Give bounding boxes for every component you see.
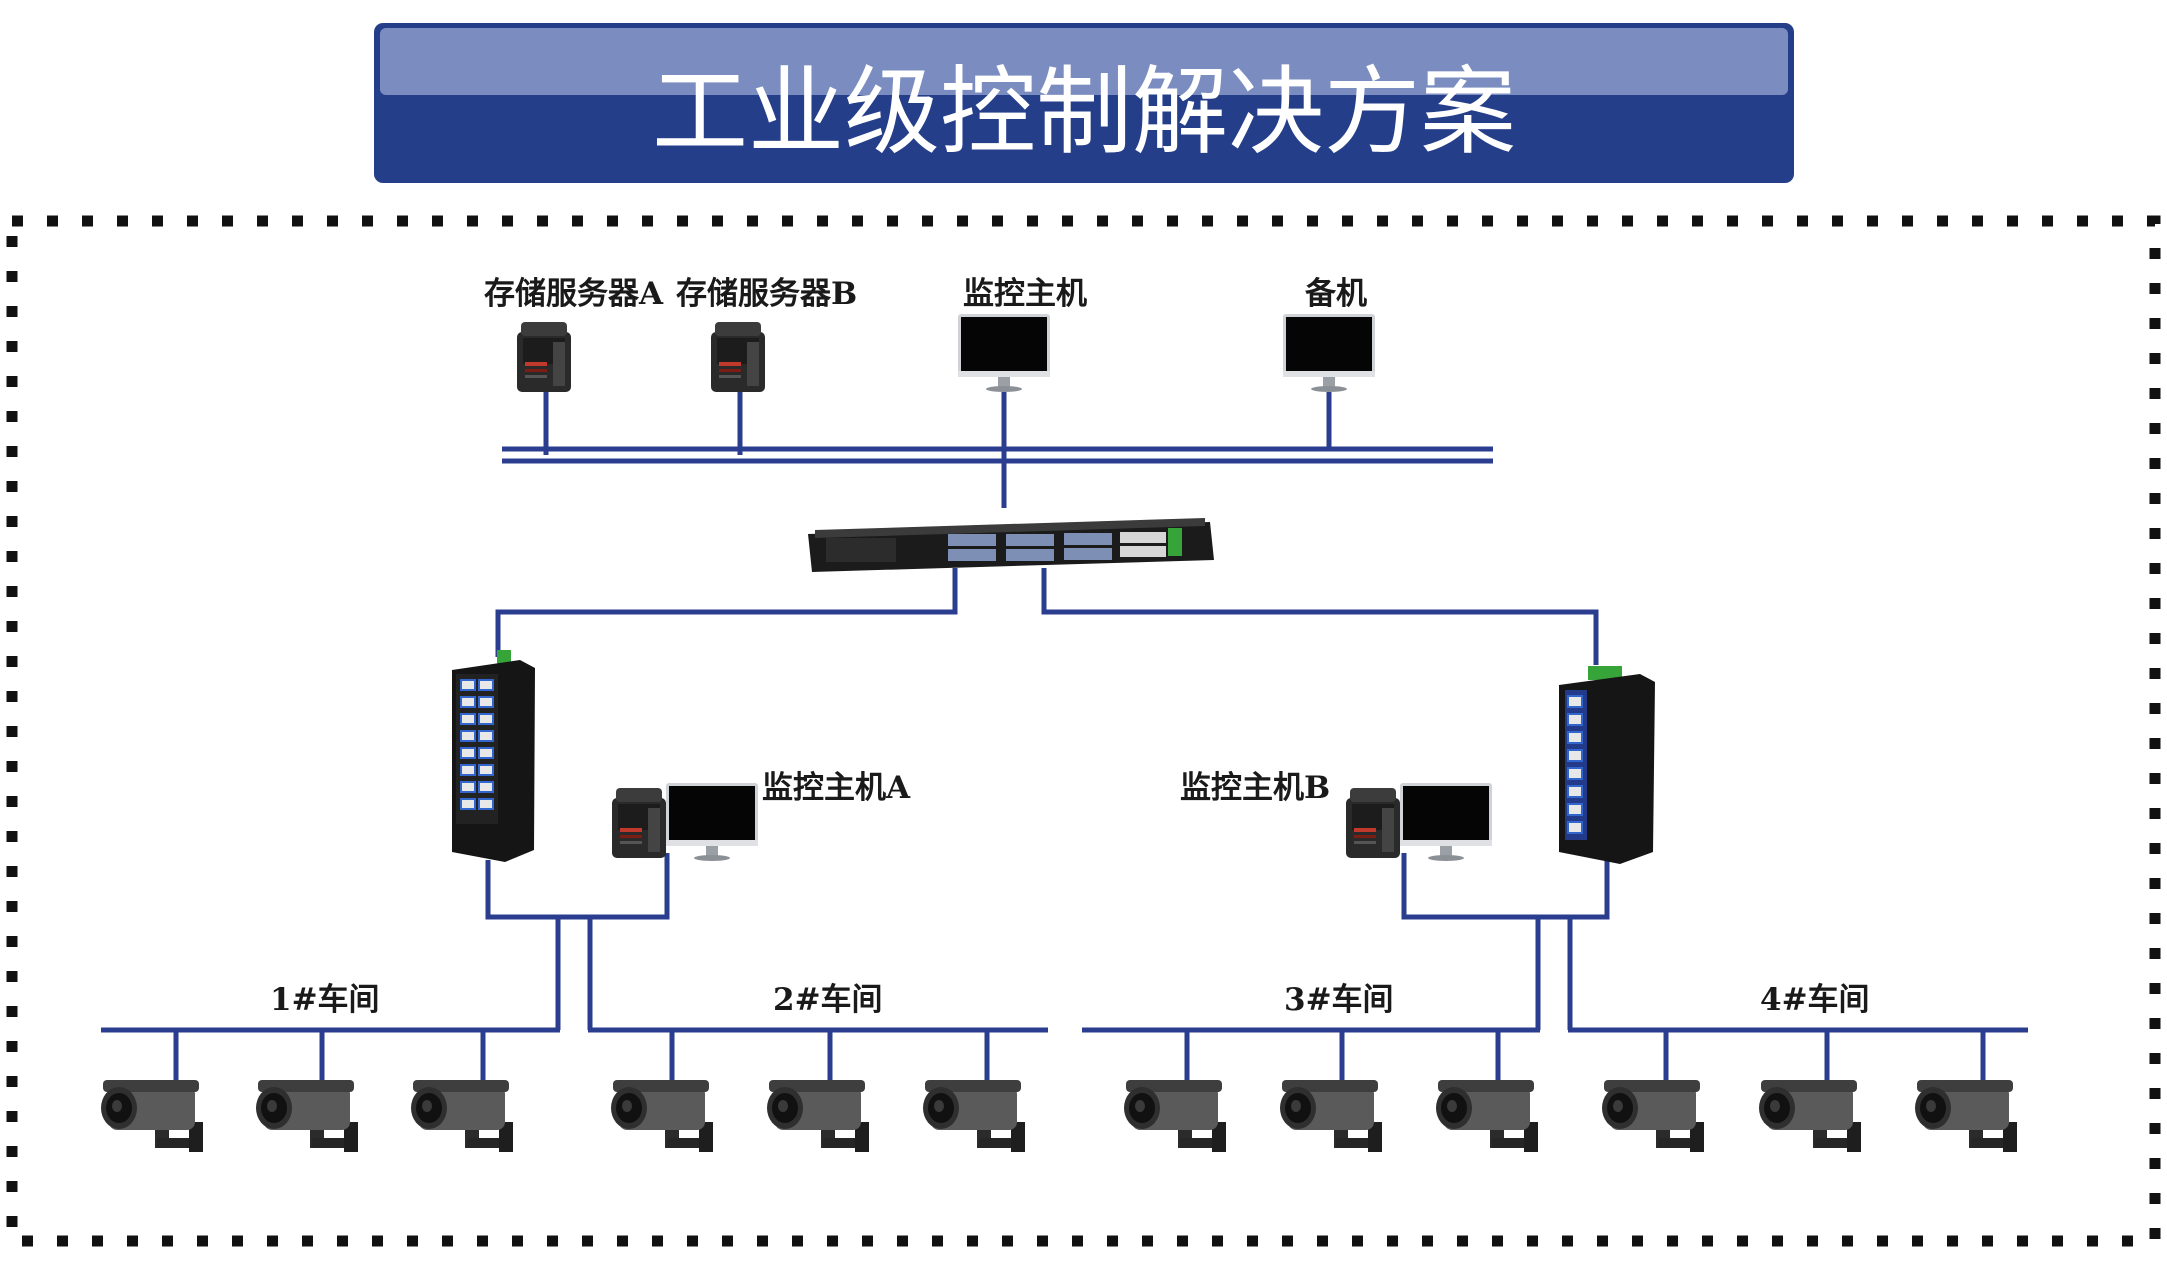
bullet-camera-icon	[611, 1080, 713, 1152]
standby-host-label: 备机	[1304, 276, 1367, 312]
server-icon	[612, 788, 666, 858]
bullet-camera-icon	[1602, 1080, 1704, 1152]
workshop-3-cameras	[1124, 1080, 1538, 1152]
connection-lines	[101, 390, 2028, 1080]
bullet-camera-icon	[1436, 1080, 1538, 1152]
monitor-icon	[1283, 314, 1375, 392]
workshop-4-label: 4#车间	[1760, 982, 1870, 1018]
storage-server-a: 存储服务器A	[484, 276, 664, 392]
bullet-camera-icon	[767, 1080, 869, 1152]
monitor-host-b: 监控主机B	[1180, 770, 1492, 861]
workshop-2-label: 2#车间	[773, 982, 883, 1018]
page-title: 工业级控制解决方案	[652, 56, 1516, 168]
server-icon	[517, 322, 571, 392]
bullet-camera-icon	[256, 1080, 358, 1152]
monitor-host-b-label: 监控主机B	[1180, 770, 1330, 806]
bullet-camera-icon	[101, 1080, 203, 1152]
monitor-icon	[1400, 783, 1492, 861]
storage-server-b-label: 存储服务器B	[676, 276, 857, 312]
workshop-1-cameras	[101, 1080, 513, 1152]
workshop-2-cameras	[611, 1080, 1025, 1152]
core-rack-switch	[808, 518, 1214, 572]
monitor-host: 监控主机	[958, 276, 1087, 392]
workshop-3-label: 3#车间	[1284, 982, 1394, 1018]
monitor-host-a: 监控主机A	[612, 770, 911, 861]
standby-host: 备机	[1283, 276, 1375, 392]
workshop-4-cameras	[1602, 1080, 2017, 1152]
left-din-switch	[452, 650, 535, 862]
monitor-host-a-label: 监控主机A	[762, 770, 911, 806]
bullet-camera-icon	[1280, 1080, 1382, 1152]
bullet-camera-icon	[411, 1080, 513, 1152]
bullet-camera-icon	[923, 1080, 1025, 1152]
workshop-1-label: 1#车间	[270, 982, 380, 1018]
server-icon	[711, 322, 765, 392]
server-icon	[1346, 788, 1400, 858]
right-din-switch	[1559, 666, 1655, 864]
bullet-camera-icon	[1124, 1080, 1226, 1152]
dotted-border	[6, 215, 2161, 1247]
storage-server-a-label: 存储服务器A	[484, 276, 664, 312]
monitor-icon	[666, 783, 758, 861]
monitor-icon	[958, 314, 1050, 392]
title-banner: 工业级控制解决方案	[374, 23, 1794, 183]
storage-server-b: 存储服务器B	[676, 276, 857, 392]
bullet-camera-icon	[1759, 1080, 1861, 1152]
bullet-camera-icon	[1915, 1080, 2017, 1152]
monitor-host-label: 监控主机	[963, 276, 1087, 312]
